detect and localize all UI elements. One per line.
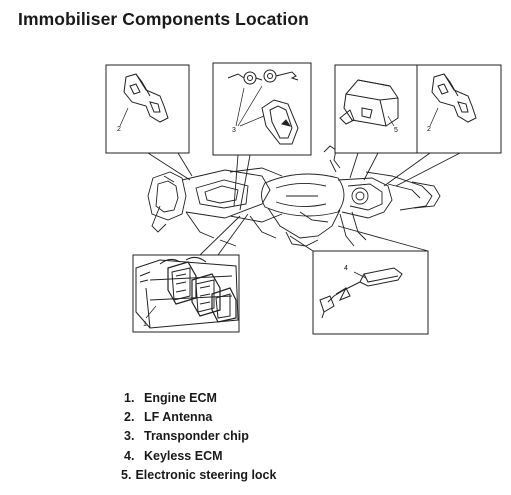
- lf-antenna-right-detail: [416, 64, 502, 154]
- legend-number: 1.: [124, 391, 135, 405]
- legend-label: Transponder chip: [144, 429, 249, 444]
- legend-label: Electronic steering lock: [135, 467, 277, 482]
- motorcycle-illustration: [147, 145, 441, 247]
- legend-item: 4. Keyless ECM: [124, 447, 276, 466]
- callout-box-keys: 3: [232, 127, 236, 134]
- callout-box-steering-lock: 5: [394, 127, 398, 134]
- keyless-ecm-detail: [312, 250, 429, 335]
- legend-item: 1. Engine ECM: [124, 389, 276, 408]
- callout-box-ecm: 1: [143, 321, 147, 328]
- callout-box-keyless-ecm: 4: [344, 265, 348, 272]
- legend-item: 3. Transponder chip: [124, 427, 276, 446]
- legend-label: Keyless ECM: [144, 448, 223, 463]
- engine-ecm-detail: [132, 254, 240, 333]
- lf-antenna-left-detail: [105, 64, 190, 154]
- transponder-keys-detail: [212, 62, 312, 156]
- component-legend: 1. Engine ECM 2. LF Antenna 3. Transponder …: [121, 389, 276, 485]
- legend-number: 2.: [124, 410, 135, 425]
- callout-box-right-antenna: 2: [427, 126, 431, 133]
- callout-box-left-antenna: 2: [117, 126, 121, 133]
- legend-item: 2. LF Antenna: [124, 408, 276, 427]
- page-title: Immobiliser Components Location: [18, 9, 309, 29]
- connector-lines: [147, 152, 461, 256]
- legend-number: 5.: [121, 467, 132, 482]
- legend-label: Engine ECM: [144, 391, 217, 405]
- legend-label: LF Antenna: [144, 410, 213, 425]
- steering-lock-detail: [334, 64, 418, 154]
- legend-number: 4.: [124, 448, 135, 463]
- legend-number: 3.: [124, 429, 135, 444]
- legend-item: 5.Electronic steering lock: [121, 466, 276, 485]
